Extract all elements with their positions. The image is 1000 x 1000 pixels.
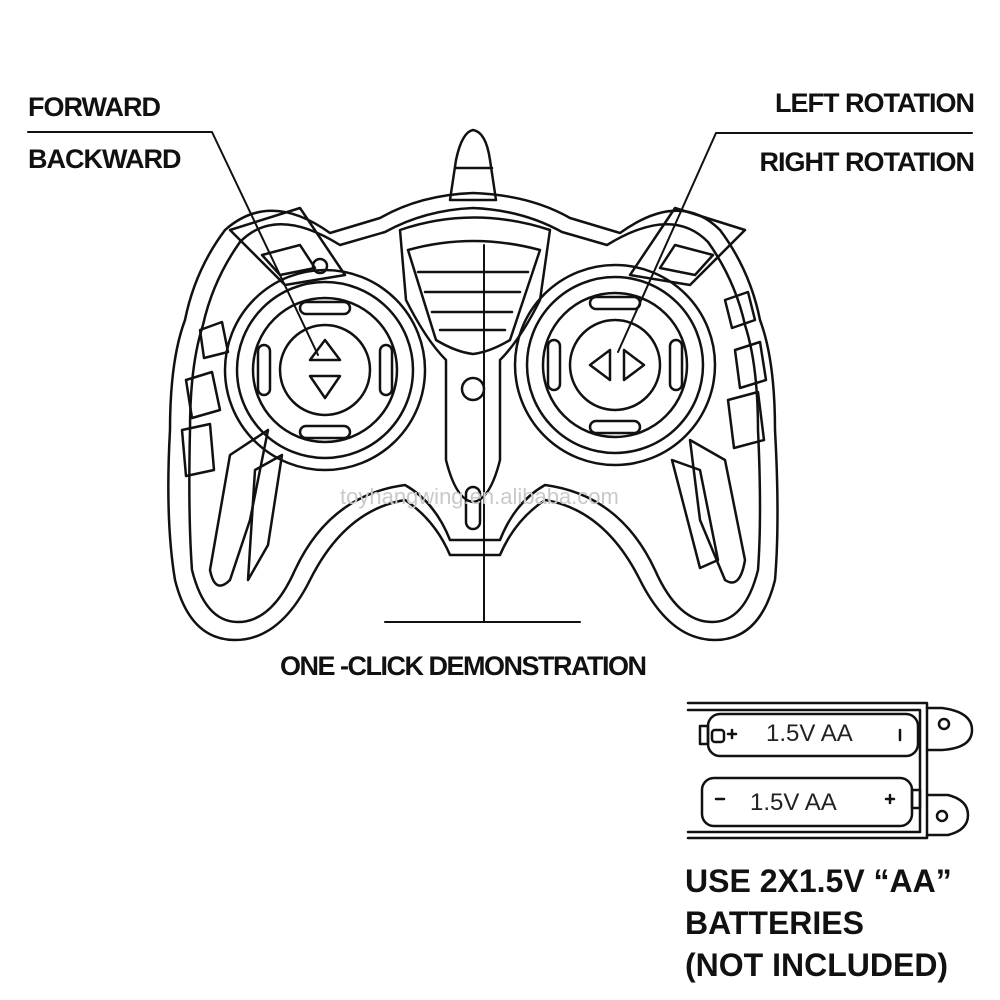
left-rotation-label: LEFT ROTATION [775, 88, 975, 118]
controller-body-outline [167, 191, 779, 642]
controller-body-inner [188, 206, 762, 624]
battery-note-line-2: BATTERIES [685, 905, 864, 941]
center-button [460, 376, 486, 402]
battery-compartment [686, 701, 974, 840]
backward-label: BACKWARD [28, 144, 181, 174]
right-rotation-label: RIGHT ROTATION [759, 147, 975, 177]
battery-cell-2-label: 1.5V AA [750, 789, 837, 816]
right-joystick [513, 263, 717, 467]
battery-note: USE 2X1.5V “AA” BATTERIES (NOT INCLUDED) [685, 860, 952, 986]
watermark: toyhangwing.en.alibaba.com [340, 484, 619, 509]
left-joystick [223, 268, 427, 472]
battery-note-line-1: USE 2X1.5V “AA” [685, 863, 952, 899]
battery-cell-1 [698, 712, 920, 758]
antenna [448, 128, 498, 202]
up-arrow-icon [308, 338, 342, 362]
demo-slot [464, 485, 482, 531]
right-arrow-icon [622, 348, 646, 382]
down-arrow-icon [308, 374, 342, 400]
center-grille [406, 239, 542, 356]
demo-label: ONE -CLICK DEMONSTRATION [280, 651, 647, 681]
callout-lines [27, 131, 973, 623]
battery-cell-2 [700, 776, 922, 828]
forward-label: FORWARD [28, 92, 161, 122]
left-arrow-icon [588, 348, 612, 382]
center-panel [398, 216, 552, 504]
battery-cell-1-label: 1.5V AA [766, 720, 853, 747]
battery-note-line-3: (NOT INCLUDED) [685, 947, 949, 983]
